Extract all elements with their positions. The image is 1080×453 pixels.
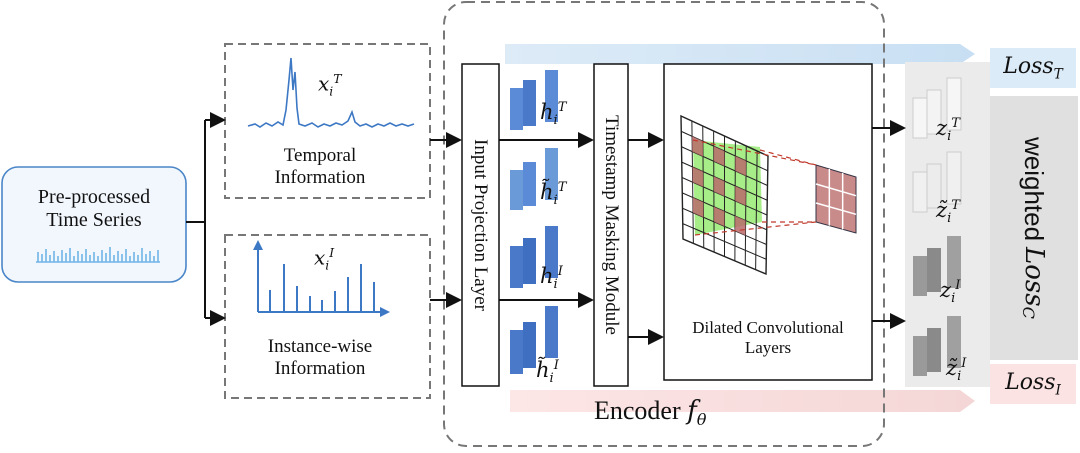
input-label-line1: Pre-processed — [37, 186, 151, 208]
encoder-label: Encoder fθ — [594, 396, 707, 430]
instance-label: Instance-wise Information — [245, 336, 395, 380]
dilated-conv-label: Dilated Convolutional Layers — [664, 318, 872, 357]
loss-combined: weighted LossC — [1018, 136, 1049, 320]
conv-dilated-cell — [692, 166, 704, 187]
conv-dilated-cell — [692, 136, 703, 157]
instance-label-line1: Instance-wise — [267, 336, 373, 357]
conv-dilated-cell — [713, 176, 725, 197]
loss-t-band — [990, 48, 1076, 88]
input-box — [1, 166, 187, 283]
temporal-band — [505, 44, 975, 64]
output-symbol-4: z̃iI — [946, 356, 967, 385]
input-label-line2: Time Series — [46, 209, 142, 231]
loss-c-band — [990, 96, 1078, 360]
input-sparkline — [36, 247, 160, 263]
input-connectors — [186, 112, 906, 345]
hidden-symbol-1: hiT — [540, 100, 567, 129]
hidden-symbol-2: h̃iT — [540, 180, 567, 209]
kernel-grid-line — [815, 183, 857, 197]
loss-i-band — [990, 364, 1076, 404]
temporal-label-line1: Temporal — [283, 145, 357, 166]
temporal-series — [247, 57, 415, 128]
loss-instance: LossI — [1005, 370, 1061, 399]
temporal-label-line2: Information — [274, 166, 366, 188]
conv-dilated-cell — [735, 155, 747, 176]
encoder-box — [443, 1, 885, 447]
conv-kernel — [815, 164, 857, 234]
instance-axis-arrow-x — [380, 307, 390, 317]
dilated-conv-line2: Layers — [744, 337, 792, 357]
loss-temporal: LossT — [1003, 54, 1063, 83]
conv-dilated-cell — [713, 146, 725, 167]
kernel-grid-line — [815, 202, 857, 216]
conv-dilated-cell — [692, 197, 704, 218]
loss-combined-prefix: weighted — [1019, 136, 1049, 241]
timestamp-masking-label: Timestamp Masking Module — [601, 115, 622, 335]
conv-grid-outline — [680, 114, 769, 276]
input-projection-box — [461, 63, 500, 387]
input-projection-label: Input Projection Layer — [470, 138, 491, 311]
output-blocks — [912, 77, 962, 376]
output-symbol-3: ziI — [940, 278, 961, 307]
instance-label-line2: Information — [274, 357, 366, 379]
dilated-conv-line1: Dilated Convolutional — [692, 318, 844, 337]
temporal-label: Temporal Information — [250, 145, 390, 189]
instance-symbol: xiI — [314, 245, 335, 273]
hidden-symbol-4: h̃iI — [536, 358, 559, 387]
conv-dashed-links — [692, 139, 817, 236]
hidden-symbol-3: hiI — [540, 264, 563, 293]
output-symbol-1: ziT — [936, 116, 960, 145]
temporal-symbol: xiT — [318, 71, 342, 99]
instance-axis-arrow-y — [253, 240, 263, 250]
conv-dilated-cell — [713, 206, 725, 227]
output-symbol-2: z̃iT — [936, 198, 960, 227]
hidden-blocks — [510, 70, 558, 374]
instance-stems — [257, 244, 388, 313]
input-label: Pre-processed Time Series — [2, 186, 186, 232]
conv-dilated-cell — [735, 185, 746, 206]
conv-grid-line — [682, 223, 767, 260]
conv-grid-line — [755, 150, 758, 270]
timestamp-masking-box — [593, 63, 629, 387]
conv-grid — [680, 114, 769, 276]
conv-dilated-cell — [735, 215, 746, 236]
instance-band — [510, 390, 975, 412]
